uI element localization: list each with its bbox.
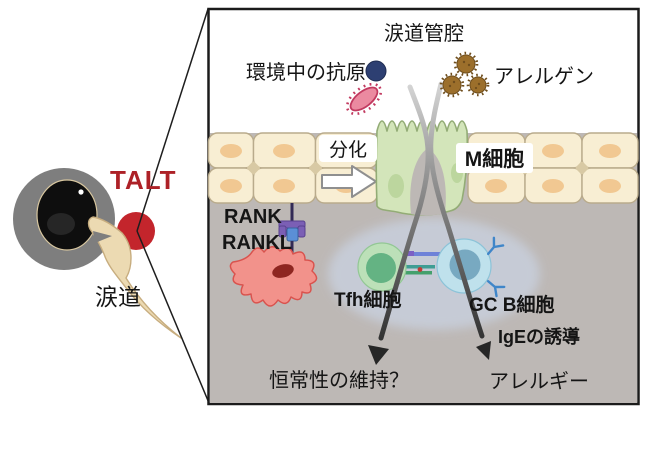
duct-notch [93, 231, 112, 243]
talt-label: TALT [110, 165, 177, 195]
antigen-particle-icon [365, 60, 387, 82]
differentiation-label-text: 分化 [328, 140, 367, 161]
homeostasis-outcome-label: 恒常性の維持？ [269, 370, 409, 392]
differentiation-label: 分化 [319, 135, 377, 162]
tfh-cell-shape [357, 242, 407, 292]
m-cell-nucleus [388, 174, 404, 198]
callout-line-bottom [136, 230, 210, 404]
tcell-bcell-interaction-molecules [400, 251, 441, 275]
tfh-cell-nucleus [366, 253, 396, 283]
m-cell-label-text: M細胞 [464, 148, 525, 171]
homeostasis-arrowhead-icon [368, 345, 389, 365]
eye-pupil [47, 213, 75, 235]
duct-lumen-label: 涙道管腔 [384, 23, 464, 45]
tfh-cell-label: Tfh細胞 [334, 290, 402, 311]
lacrimal-duct-label: 涙道 [95, 284, 141, 310]
antibody-icon [486, 280, 506, 298]
m-cell-label: M細胞 [456, 143, 533, 173]
stromal-cell-nucleus [272, 264, 294, 278]
allergen-label: アレルゲン [494, 66, 594, 88]
ige-induction-label: IgEの誘導 [498, 327, 581, 347]
rankl-label: RANKL [222, 232, 292, 254]
rank-label: RANK [224, 206, 282, 228]
callout-line-top [136, 8, 209, 232]
rank-receptor-icon [278, 220, 306, 238]
differentiation-arrow-icon [321, 165, 377, 198]
stromal-cell-icon [229, 246, 318, 307]
eye-icon [13, 168, 115, 270]
antigen-transport-paths [378, 81, 485, 341]
allergy-arrowhead-icon [476, 341, 491, 360]
gc-b-cell-label: GC B細胞 [469, 295, 555, 316]
allergen-particles-icon [439, 51, 490, 98]
transport-path-left [378, 84, 431, 341]
allergy-outcome-label: アレルギー [489, 371, 589, 393]
environmental-antigen-label: 環境中の抗原 [246, 62, 366, 84]
transport-path-right [428, 81, 485, 339]
rank-rankl-signal [278, 203, 306, 256]
eye-glint [78, 189, 84, 195]
antibody-icon [487, 236, 505, 256]
